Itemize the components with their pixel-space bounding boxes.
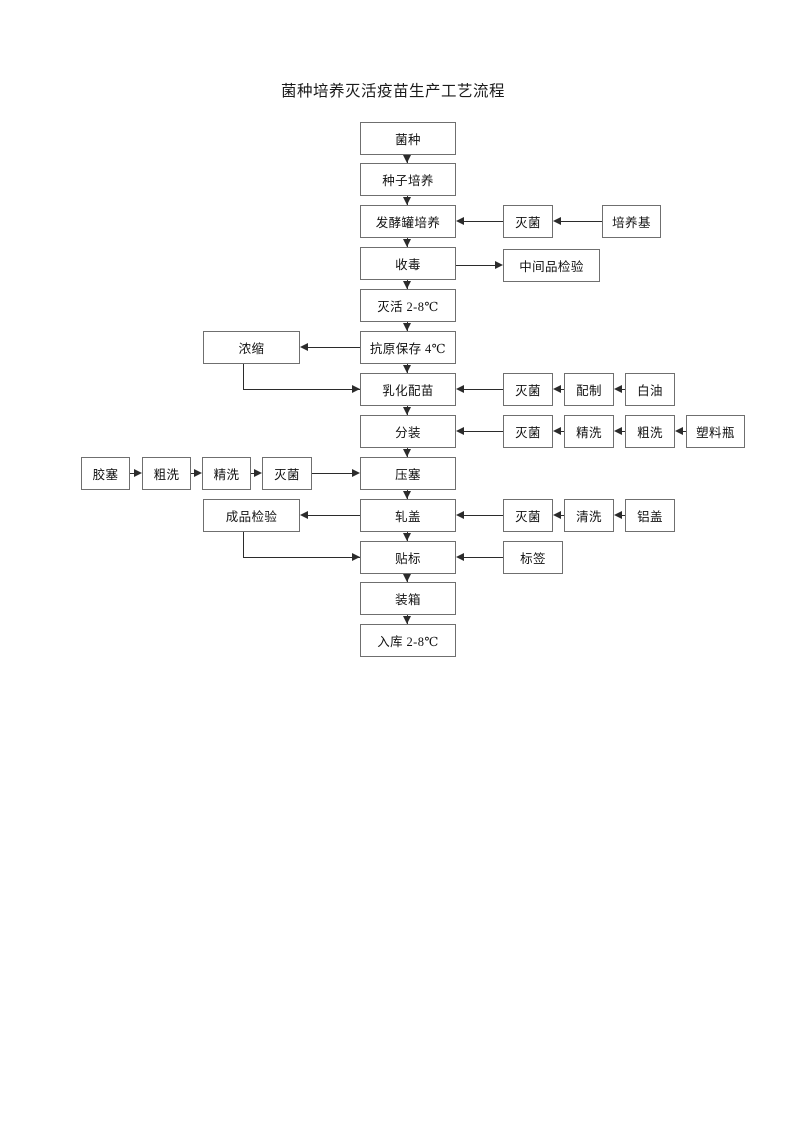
node-storage[interactable]: 入库 2-8℃ [360, 624, 456, 657]
edge-alucap-wash-arrow [614, 511, 622, 519]
edge-wash-sterilizecap-arrow [553, 511, 561, 519]
edge-concentrate-drop-line [243, 364, 244, 389]
node-plastic-bottle[interactable]: 塑料瓶 [686, 415, 745, 448]
edge-sterilizestop-stoppering-arrow [352, 469, 360, 477]
node-harvest[interactable]: 收毒 [360, 247, 456, 280]
edge-alucap-wash-line [622, 515, 625, 516]
edge-antigen-emulsify-arrow [403, 365, 411, 373]
node-rubber-stopper[interactable]: 胶塞 [81, 457, 130, 490]
edge-stoppering-capping-arrow [403, 491, 411, 499]
edge-harvest-inactivation-arrow [403, 281, 411, 289]
edge-stopper-roughwash-arrow [134, 469, 142, 477]
edge-formulate-sterilize-line [561, 389, 564, 390]
edge-concentrate-emulsify-line [243, 389, 360, 390]
edge-antigen-concentrate-arrow [300, 343, 308, 351]
edge-finewash-sterilize-arrow [553, 427, 561, 435]
node-white-oil[interactable]: 白油 [625, 373, 675, 406]
edge-harvest-intermediate-line [456, 265, 495, 266]
node-sterilize-bottle[interactable]: 灭菌 [503, 415, 553, 448]
edge-wash-sterilizecap-line [561, 515, 564, 516]
edge-finewash-sterilize-line [561, 431, 564, 432]
edge-capping-finishedtest-arrow [300, 511, 308, 519]
edge-strain-seed-arrow [403, 155, 411, 163]
node-culture-medium[interactable]: 培养基 [602, 205, 661, 238]
edge-filling-stoppering-arrow [403, 449, 411, 457]
node-sterilize-oil[interactable]: 灭菌 [503, 373, 553, 406]
edge-bottle-roughwash-line [683, 431, 686, 432]
node-seed-culture[interactable]: 种子培养 [360, 163, 456, 196]
node-boxing[interactable]: 装箱 [360, 582, 456, 615]
edge-sterilize-fermenter-line [464, 221, 503, 222]
node-formulate[interactable]: 配制 [564, 373, 614, 406]
node-emulsify[interactable]: 乳化配苗 [360, 373, 456, 406]
node-fine-wash-bottle[interactable]: 精洗 [564, 415, 614, 448]
node-rough-wash-bottle[interactable]: 粗洗 [625, 415, 675, 448]
edge-formulate-sterilize-arrow [553, 385, 561, 393]
node-rough-wash-stopper[interactable]: 粗洗 [142, 457, 191, 490]
node-filling[interactable]: 分装 [360, 415, 456, 448]
node-fermenter[interactable]: 发酵罐培养 [360, 205, 456, 238]
node-strain[interactable]: 菌种 [360, 122, 456, 155]
edge-finewashstop-sterilize-line [251, 473, 254, 474]
node-labeling[interactable]: 贴标 [360, 541, 456, 574]
node-concentrate[interactable]: 浓缩 [203, 331, 300, 364]
edge-bottle-roughwash-arrow [675, 427, 683, 435]
edge-fermenter-harvest-arrow [403, 239, 411, 247]
edge-concentrate-emulsify-arrow [352, 385, 360, 393]
edge-roughwashstop-finewash-line [191, 473, 194, 474]
edge-oil-formulate-line [622, 389, 625, 390]
edge-finishedtest-drop-line [243, 532, 244, 557]
edge-stopper-roughwash-line [130, 473, 134, 474]
node-sterilize-stopper[interactable]: 灭菌 [262, 457, 312, 490]
edge-labelmaterial-labeling-line [464, 557, 503, 558]
edge-capping-labeling-arrow [403, 533, 411, 541]
edge-sterilizecap-capping-arrow [456, 511, 464, 519]
edge-oil-formulate-arrow [614, 385, 622, 393]
edge-medium-sterilize-arrow [553, 217, 561, 225]
node-intermediate-test[interactable]: 中间品检验 [503, 249, 600, 282]
node-stoppering[interactable]: 压塞 [360, 457, 456, 490]
edge-sterilizebottle-filling-line [464, 431, 503, 432]
edge-finishedtest-labeling-line [243, 557, 360, 558]
edge-inactivation-antigen-arrow [403, 323, 411, 331]
edge-sterilizeoil-emulsify-arrow [456, 385, 464, 393]
edge-roughwash-finewash-arrow [614, 427, 622, 435]
edge-finewashstop-sterilize-arrow [254, 469, 262, 477]
edge-boxing-storage-arrow [403, 616, 411, 624]
edge-labelmaterial-labeling-arrow [456, 553, 464, 561]
node-capping[interactable]: 轧盖 [360, 499, 456, 532]
edge-sterilizebottle-filling-arrow [456, 427, 464, 435]
node-fine-wash-stopper[interactable]: 精洗 [202, 457, 251, 490]
edge-sterilizecap-capping-line [464, 515, 503, 516]
edge-finishedtest-labeling-arrow [352, 553, 360, 561]
node-aluminum-cap[interactable]: 铝盖 [625, 499, 675, 532]
edge-capping-finishedtest-line [308, 515, 360, 516]
node-sterilize-medium[interactable]: 灭菌 [503, 205, 553, 238]
edge-roughwashstop-finewash-arrow [194, 469, 202, 477]
edge-labeling-boxing-arrow [403, 574, 411, 582]
edge-roughwash-finewash-line [622, 431, 625, 432]
edge-emulsify-filling-arrow [403, 407, 411, 415]
node-label-material[interactable]: 标签 [503, 541, 563, 574]
node-antigen-store[interactable]: 抗原保存 4℃ [360, 331, 456, 364]
edge-sterilizeoil-emulsify-line [464, 389, 503, 390]
node-wash-cap[interactable]: 清洗 [564, 499, 614, 532]
edge-antigen-concentrate-line [308, 347, 360, 348]
edge-seed-fermenter-arrow [403, 197, 411, 205]
edge-medium-sterilize-line [561, 221, 602, 222]
edge-sterilizestop-stoppering-line [312, 473, 352, 474]
node-sterilize-cap[interactable]: 灭菌 [503, 499, 553, 532]
page-title: 菌种培养灭活疫苗生产工艺流程 [281, 83, 506, 100]
node-inactivation[interactable]: 灭活 2-8℃ [360, 289, 456, 322]
edge-sterilize-fermenter-arrow [456, 217, 464, 225]
edge-harvest-intermediate-arrow [495, 261, 503, 269]
node-finished-test[interactable]: 成品检验 [203, 499, 300, 532]
